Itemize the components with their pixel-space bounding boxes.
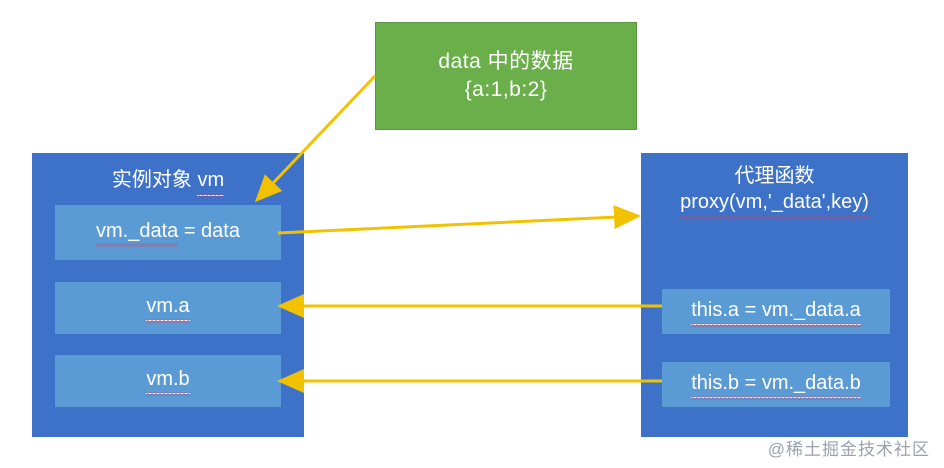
vm-data-rest-text: = data (178, 220, 240, 242)
proxy-function-title: 代理函数 (734, 165, 815, 187)
proxy-this-a-label: this.a = vm._data.a (691, 299, 861, 327)
proxy-function-signature-wrap: proxy(vm,'_data',key) (641, 189, 908, 220)
instance-object-title-plain: 实例对象 (111, 169, 198, 191)
data-source-value: {a:1,b:2} (464, 78, 548, 101)
arrow-vmdata-to-proxy (277, 205, 641, 235)
data-source-box: data 中的数据 {a:1,b:2} (375, 22, 637, 130)
vm-a-label: vm.a (146, 295, 191, 323)
instance-object-title-flagged: vm (197, 167, 225, 198)
proxy-this-b-box: this.b = vm._data.b (662, 362, 890, 407)
vm-b-label: vm.b (146, 368, 191, 396)
vm-b-property-box: vm.b (55, 355, 281, 407)
vm-data-flagged-text: vm._data (96, 220, 179, 247)
watermark: @稀土掘金技术社区 (767, 440, 930, 459)
proxy-function-signature: proxy(vm,'_data',key) (680, 189, 869, 220)
instance-object-panel: 实例对象 vm vm._data = data vm.a vm.b (32, 153, 304, 437)
vm-a-property-box: vm.a (55, 282, 281, 334)
data-source-title: data 中的数据 (438, 50, 574, 73)
proxy-this-a-box: this.a = vm._data.a (662, 289, 890, 334)
proxy-function-panel: 代理函数 proxy(vm,'_data',key) this.a = vm._… (641, 153, 908, 437)
instance-object-title: 实例对象 vm (32, 167, 304, 198)
proxy-function-title-group: 代理函数 proxy(vm,'_data',key) (641, 163, 908, 220)
vm-data-assignment-box: vm._data = data (55, 205, 281, 260)
proxy-this-b-label: this.b = vm._data.b (691, 372, 861, 400)
